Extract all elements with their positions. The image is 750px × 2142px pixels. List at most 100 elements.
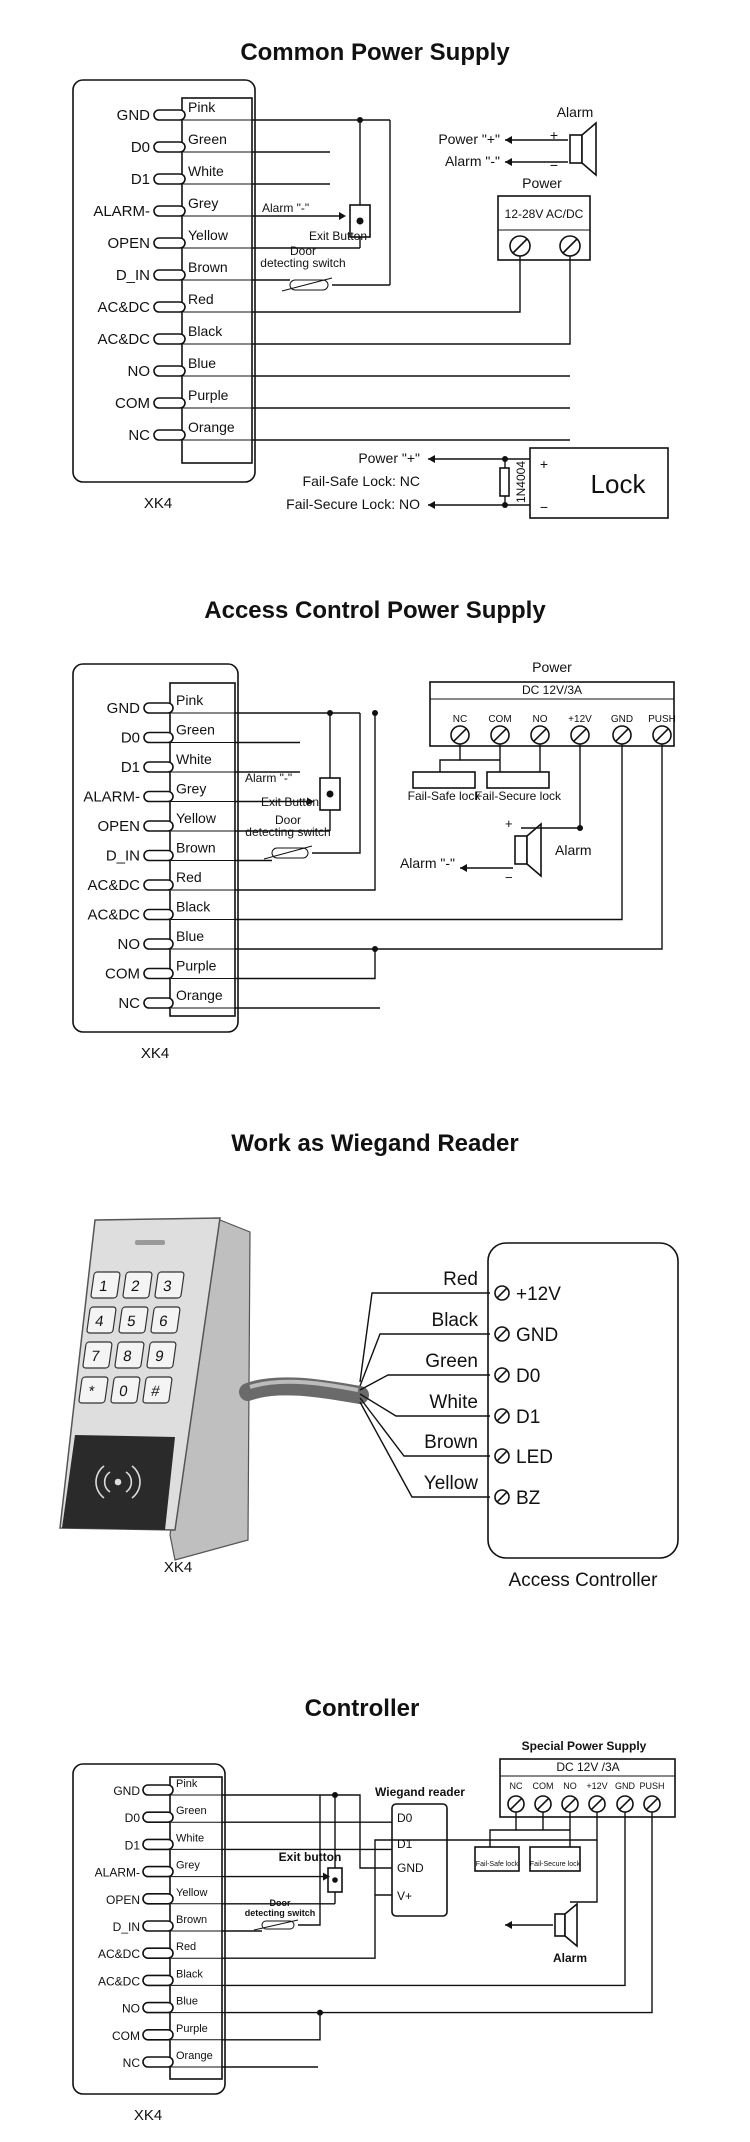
wire-color-label: Red [176,1941,196,1953]
screw-terminal [530,725,550,745]
pin-label: ALARM- [83,789,140,806]
keypad-key: 4 [86,1306,117,1334]
device-cable [239,1377,369,1404]
pin-label: D0 [131,139,150,156]
failsecure-label: Fail-Secure Lock: NO [286,496,420,512]
pin-label: GND [113,1784,140,1798]
failsafe-lock-label: Fail-Safe lock [408,789,482,803]
screw-terminal [509,235,531,257]
alarm-horn [564,1902,578,1948]
pin-label: ALARM- [95,1866,140,1880]
alarm-body [554,1913,566,1937]
pin-connector [143,908,174,921]
wire-color-label: Brown [188,259,228,275]
wire-junction [502,502,508,508]
lock-label: Lock [591,469,647,499]
pin-connector [143,849,174,862]
door-switch-symbol [289,279,329,291]
polarity-sign: − [505,870,513,885]
pin-label: AC&DC [98,1974,140,1988]
alarm-arrow [323,1872,330,1881]
pin-label: COM [112,2029,140,2043]
pin-connector [142,1784,174,1796]
pin-label: D_IN [106,848,140,865]
keypad-key: 6 [150,1306,181,1334]
pin-connector [142,2029,174,2041]
failsecure-lock-box [529,1846,581,1872]
pin-label: NC [118,995,140,1012]
device-model-label: XK4 [134,2107,162,2124]
svg-text:5: 5 [126,1313,137,1330]
pin-label: OPEN [107,235,150,252]
lock-power-arrow [428,455,435,463]
wire-color-label: Blue [188,355,216,371]
reader-pin-label: D1 [397,1837,413,1851]
failsecure-lock-label: Fail-Secure lock [475,789,562,803]
wire-line [374,1812,598,1895]
reader-pin-label: GND [397,1861,424,1875]
wire-line [489,1812,517,1847]
alarm-label: Alarm [555,842,592,858]
alarm-body [569,134,583,164]
alarm-minus-arrow [505,1921,512,1929]
wiring: +− [222,117,663,2068]
pin-connector [142,1920,174,1932]
pin-label: OPEN [106,1893,140,1907]
pin-connector [143,967,174,980]
svg-text:8: 8 [122,1348,133,1365]
power-spec-label: 12-28V AC/DC [505,207,584,221]
pin-label: COM [115,395,150,412]
wire-line [312,713,361,854]
wire-color-label: Orange [176,987,223,1003]
pin-label: D_IN [116,267,150,284]
contactless-icon [95,1465,141,1499]
pin-connector [143,731,174,744]
pin-connector [142,1838,174,1851]
wire-color-label: Green [176,722,215,738]
exit-button-dot [326,790,334,798]
lock-minus: − [540,499,548,515]
pin-row: OPEN Yellow [107,227,252,252]
controller-terminal-label: +12V [516,1284,561,1305]
reader-pin-label: V+ [397,1889,412,1903]
terminal-label: COM [533,1781,554,1791]
terminal-label: GND [611,714,633,725]
wire-color-label: Pink [176,692,204,708]
wire-color-label: Black [188,323,223,339]
keypad-key: 7 [82,1341,113,1369]
terminal-label: NO [563,1781,577,1791]
wire-color-label: Yellow [188,227,229,243]
svg-text:2: 2 [130,1278,141,1295]
wire-color-label: Yellow [424,1473,479,1494]
wire-line [298,1795,321,1926]
pin-label: GND [117,107,151,124]
screw-terminal [570,725,590,745]
wire-color-label: Orange [176,2050,213,2062]
pin-connector [153,237,186,249]
pin-connector [153,109,186,121]
pin-label: D1 [131,171,150,188]
controller-terminal-label: D0 [516,1366,540,1387]
wire-color-label: Green [176,1805,207,1817]
terminal-label: NO [533,714,548,725]
alarm-horn [526,822,542,878]
terminal-label: +12V [568,714,592,725]
wire-color-label: Black [176,899,211,915]
pin-connector [153,173,186,185]
section-title: Work as Wiegand Reader [231,1130,518,1157]
